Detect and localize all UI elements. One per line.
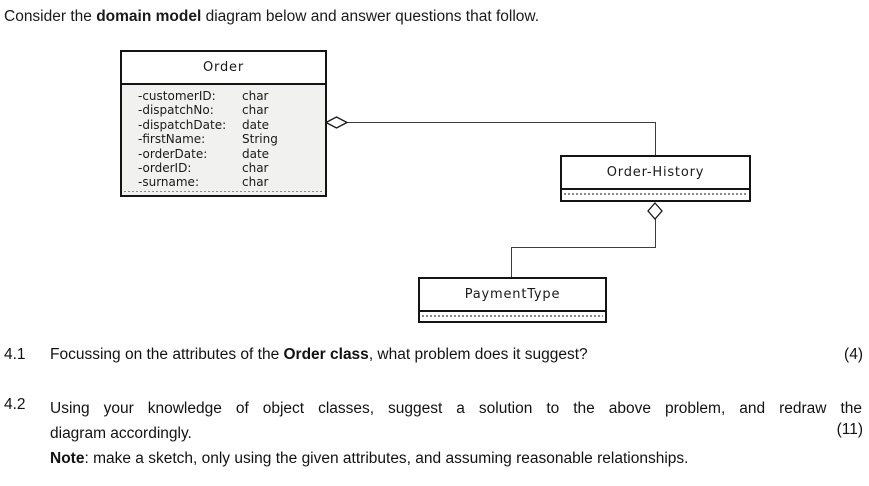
class-attribute-row: -orderID: char xyxy=(138,161,325,175)
uml-class-order: Order -customerID: char -dispatchNo: cha… xyxy=(120,50,327,197)
attribute-name: -customerID: xyxy=(138,89,216,103)
class-attribute-row: -orderDate: date xyxy=(138,147,325,161)
connector-order-to-orderhistory-vertical xyxy=(655,122,656,155)
q42-line-2: diagram accordingly. xyxy=(50,425,192,442)
connector-orderhistory-to-paymenttype-vertical-upper xyxy=(655,218,656,247)
q41-prefix: Focussing on the attributes of the xyxy=(50,346,284,363)
q41-bold-term: Order class xyxy=(283,346,369,363)
attribute-type: String xyxy=(242,132,278,147)
class-attribute-row: -firstName: String xyxy=(138,132,325,146)
q42-note-line: Note: make a sketch, only using the give… xyxy=(50,446,862,471)
class-title-payment-type: PaymentType xyxy=(420,279,605,312)
question-4-1-marks: (4) xyxy=(844,346,863,363)
intro-bold-term: domain model xyxy=(96,8,202,25)
intro-prefix: Consider the xyxy=(4,8,97,25)
intro-sentence: Consider the domain model diagram below … xyxy=(4,7,539,26)
attribute-name: -orderID: xyxy=(138,161,192,176)
q41-suffix: , what problem does it suggest? xyxy=(368,346,588,363)
attribute-name: -firstName: xyxy=(138,132,206,147)
connector-orderhistory-to-paymenttype-vertical-lower xyxy=(511,247,512,277)
uml-class-order-history: Order-History xyxy=(560,155,751,202)
question-4-1-text: Focussing on the attributes of the Order… xyxy=(50,346,588,364)
q42-note-label: Note xyxy=(50,450,85,467)
payment-type-empty-compartment xyxy=(420,312,605,320)
question-4-2-number: 4.2 xyxy=(4,396,26,413)
order-attributes-compartment: -customerID: char -dispatchNo: char -dis… xyxy=(122,85,325,195)
aggregation-diamond-icon xyxy=(647,202,663,220)
connector-order-to-orderhistory-horizontal xyxy=(344,122,656,123)
intro-suffix: diagram below and answer questions that … xyxy=(201,8,540,25)
order-history-empty-compartment xyxy=(562,190,749,198)
attribute-type: char xyxy=(242,103,269,118)
attribute-type: date xyxy=(242,146,270,161)
question-4-1-number: 4.1 xyxy=(4,346,26,363)
class-attribute-row: -dispatchNo: char xyxy=(138,103,325,117)
q42-note-rest: : make a sketch, only using the given at… xyxy=(84,450,689,467)
class-title-order-history: Order-History xyxy=(562,157,749,190)
attribute-name: -surname: xyxy=(138,175,199,190)
q42-line-1: Using your knowledge of object classes, … xyxy=(50,400,862,417)
compartment-divider-dotted xyxy=(124,190,323,192)
class-title-order: Order xyxy=(122,52,325,85)
question-4-2-marks: (11) xyxy=(836,421,863,438)
attribute-type: date xyxy=(242,117,270,132)
connector-orderhistory-to-paymenttype-horizontal xyxy=(511,247,656,248)
compartment-divider-dotted xyxy=(564,193,747,195)
class-attribute-row: -dispatchDate: date xyxy=(138,118,325,132)
question-4-2-text: Using your knowledge of object classes, … xyxy=(50,396,862,471)
attribute-name: -dispatchDate: xyxy=(138,117,227,132)
aggregation-diamond-icon xyxy=(325,116,348,129)
attribute-name: -dispatchNo: xyxy=(138,103,214,118)
uml-class-payment-type: PaymentType xyxy=(418,277,607,323)
attribute-name: -orderDate: xyxy=(138,146,208,161)
class-attribute-row: -customerID: char xyxy=(138,89,325,103)
attribute-type: char xyxy=(242,175,269,190)
compartment-divider-dotted xyxy=(422,315,603,317)
attribute-type: char xyxy=(242,89,269,103)
class-attribute-row: -surname: char xyxy=(138,175,325,189)
attribute-type: char xyxy=(242,161,269,176)
